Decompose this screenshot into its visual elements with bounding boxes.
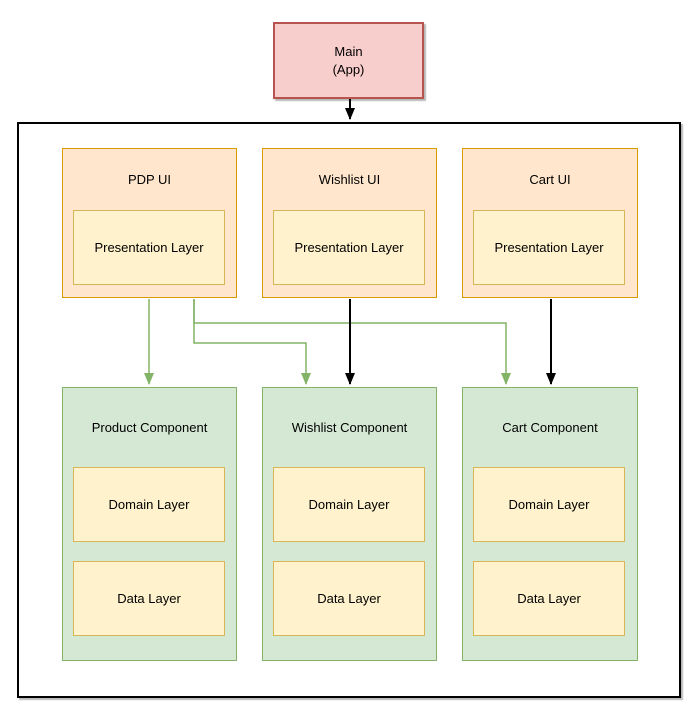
wishlist-component-node: Wishlist Component Domain Layer Data Lay…: [262, 387, 437, 661]
wishlist-data-layer-node: Data Layer: [273, 561, 425, 636]
cart-component-title: Cart Component: [502, 420, 598, 435]
product-domain-layer-node: Domain Layer: [73, 467, 225, 542]
wishlist-ui-node: Wishlist UI Presentation Layer: [262, 148, 437, 298]
main-app-node: Main (App): [273, 22, 424, 99]
pdp-presentation-layer-node: Presentation Layer: [73, 210, 225, 285]
pdp-ui-title: PDP UI: [127, 172, 172, 187]
cart-presentation-layer-node: Presentation Layer: [473, 210, 625, 285]
wishlist-domain-layer-node: Domain Layer: [273, 467, 425, 542]
cart-ui-node: Cart UI Presentation Layer: [462, 148, 638, 298]
cart-component-node: Cart Component Domain Layer Data Layer: [462, 387, 638, 661]
product-component-node: Product Component Domain Layer Data Laye…: [62, 387, 237, 661]
cart-ui-title: Cart UI: [529, 172, 571, 187]
cart-data-layer-node: Data Layer: [473, 561, 625, 636]
cart-domain-layer-node: Domain Layer: [473, 467, 625, 542]
wishlist-ui-title: Wishlist UI: [318, 172, 381, 187]
product-data-layer-node: Data Layer: [73, 561, 225, 636]
wishlist-presentation-layer-node: Presentation Layer: [273, 210, 425, 285]
pdp-ui-node: PDP UI Presentation Layer: [62, 148, 237, 298]
main-app-label: Main (App): [332, 43, 365, 77]
wishlist-component-title: Wishlist Component: [291, 420, 408, 435]
product-component-title: Product Component: [91, 420, 208, 435]
